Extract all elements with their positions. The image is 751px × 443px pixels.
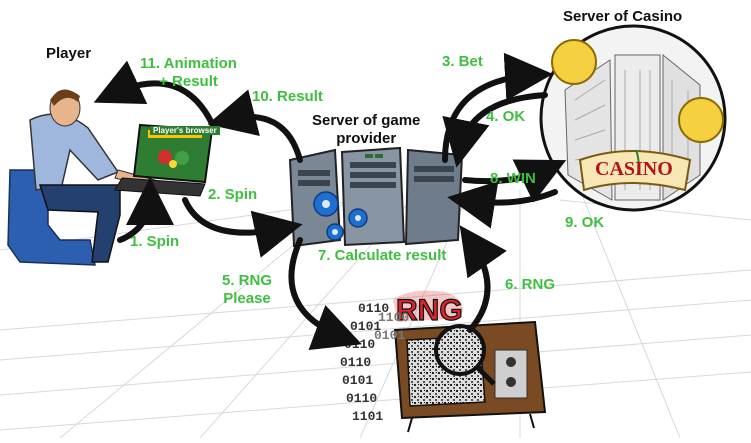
arrow-4-ok bbox=[442, 92, 548, 168]
arrow-8-win bbox=[462, 159, 567, 203]
gear-icon bbox=[313, 191, 368, 241]
casino-server-label: Server of Casino bbox=[563, 8, 683, 25]
step-3-label: 3. Bet bbox=[442, 53, 483, 70]
binary-row: 0110 bbox=[344, 337, 375, 352]
step-10-label: 10. Result bbox=[252, 88, 323, 105]
binary-row: 0101 bbox=[342, 373, 373, 388]
rng-logo-text: RNG bbox=[396, 294, 463, 327]
step-9-label: 9. OK bbox=[565, 214, 605, 231]
arrow-1-spin bbox=[117, 177, 174, 243]
arrow-2-spin bbox=[182, 197, 303, 258]
binary-row: 0110 bbox=[346, 391, 377, 406]
casino-sign: CASINO bbox=[595, 158, 673, 180]
laptop-icon bbox=[114, 123, 214, 197]
arrow-6-rng bbox=[459, 225, 507, 333]
step-5-label: 5. RNG Please bbox=[222, 272, 273, 307]
player-label: Player bbox=[46, 45, 92, 62]
magnifier-icon bbox=[434, 324, 496, 386]
arrow-9-ok bbox=[447, 181, 558, 229]
binary-row: 0110 bbox=[340, 355, 371, 370]
arrow-5-rng bbox=[288, 237, 362, 350]
game-provider-label: Server of game provider bbox=[312, 112, 421, 147]
step-11-label: 11. Animation + Result bbox=[140, 55, 237, 90]
arrow-10-result bbox=[207, 89, 303, 163]
step-2-label: 2. Spin bbox=[208, 186, 258, 203]
flow-arrows bbox=[93, 52, 567, 350]
binary-row: 1101 bbox=[352, 409, 383, 424]
binary-row: 0110 bbox=[358, 301, 389, 316]
step-1-label: 1. Spin bbox=[130, 233, 180, 250]
browser-header: Player's browser bbox=[150, 126, 220, 135]
step-8-label: 8. WIN bbox=[490, 170, 536, 187]
step-6-label: 6. RNG bbox=[505, 276, 556, 293]
binary-row: 1100 bbox=[378, 310, 409, 325]
arrow-11-animation bbox=[93, 60, 218, 133]
dollar-icon bbox=[551, 39, 724, 143]
step-4-label: 4. OK bbox=[486, 108, 526, 125]
binary-row: 0101 bbox=[374, 328, 405, 343]
step-7-label: 7. Calculate result bbox=[318, 247, 447, 264]
rng-logo: RNG bbox=[393, 290, 463, 328]
